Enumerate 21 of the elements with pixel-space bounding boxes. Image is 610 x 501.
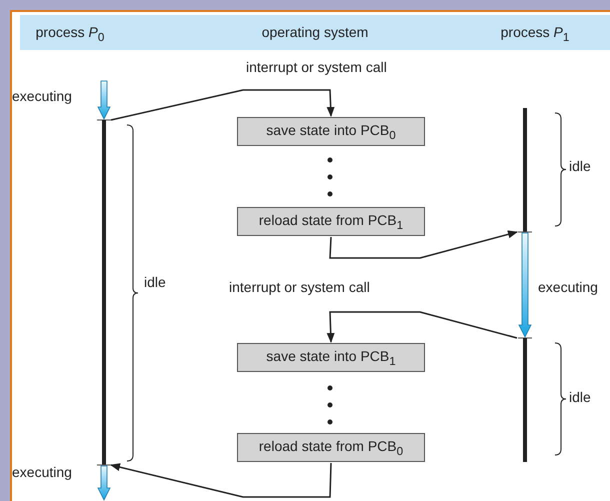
arrow bbox=[326, 311, 518, 343]
state-label: idle bbox=[569, 389, 591, 405]
process-box: save state into PCB$_{1}$ bbox=[237, 343, 425, 372]
edge-label: interrupt or system call bbox=[246, 59, 387, 75]
state-label: executing bbox=[538, 279, 598, 295]
timeline-bar bbox=[518, 108, 532, 462]
timeline-bar bbox=[97, 80, 111, 501]
state-label: idle bbox=[569, 158, 591, 174]
arrow bbox=[110, 89, 335, 121]
column-header: process P$_{0}$ bbox=[34, 24, 106, 44]
process-box: save state into PCB$_{0}$ bbox=[237, 117, 425, 146]
arrow bbox=[329, 230, 518, 259]
column-header: process P$_{1}$ bbox=[500, 24, 570, 44]
state-label: idle bbox=[144, 274, 166, 290]
edge-label: interrupt or system call bbox=[229, 279, 370, 295]
process-box: reload state from PCB$_{1}$ bbox=[237, 207, 425, 236]
state-label: executing bbox=[12, 464, 72, 480]
column-header: operating system bbox=[260, 24, 370, 40]
state-label: executing bbox=[12, 88, 72, 104]
process-box: reload state from PCB$_{0}$ bbox=[237, 433, 425, 462]
arrow bbox=[110, 462, 332, 498]
